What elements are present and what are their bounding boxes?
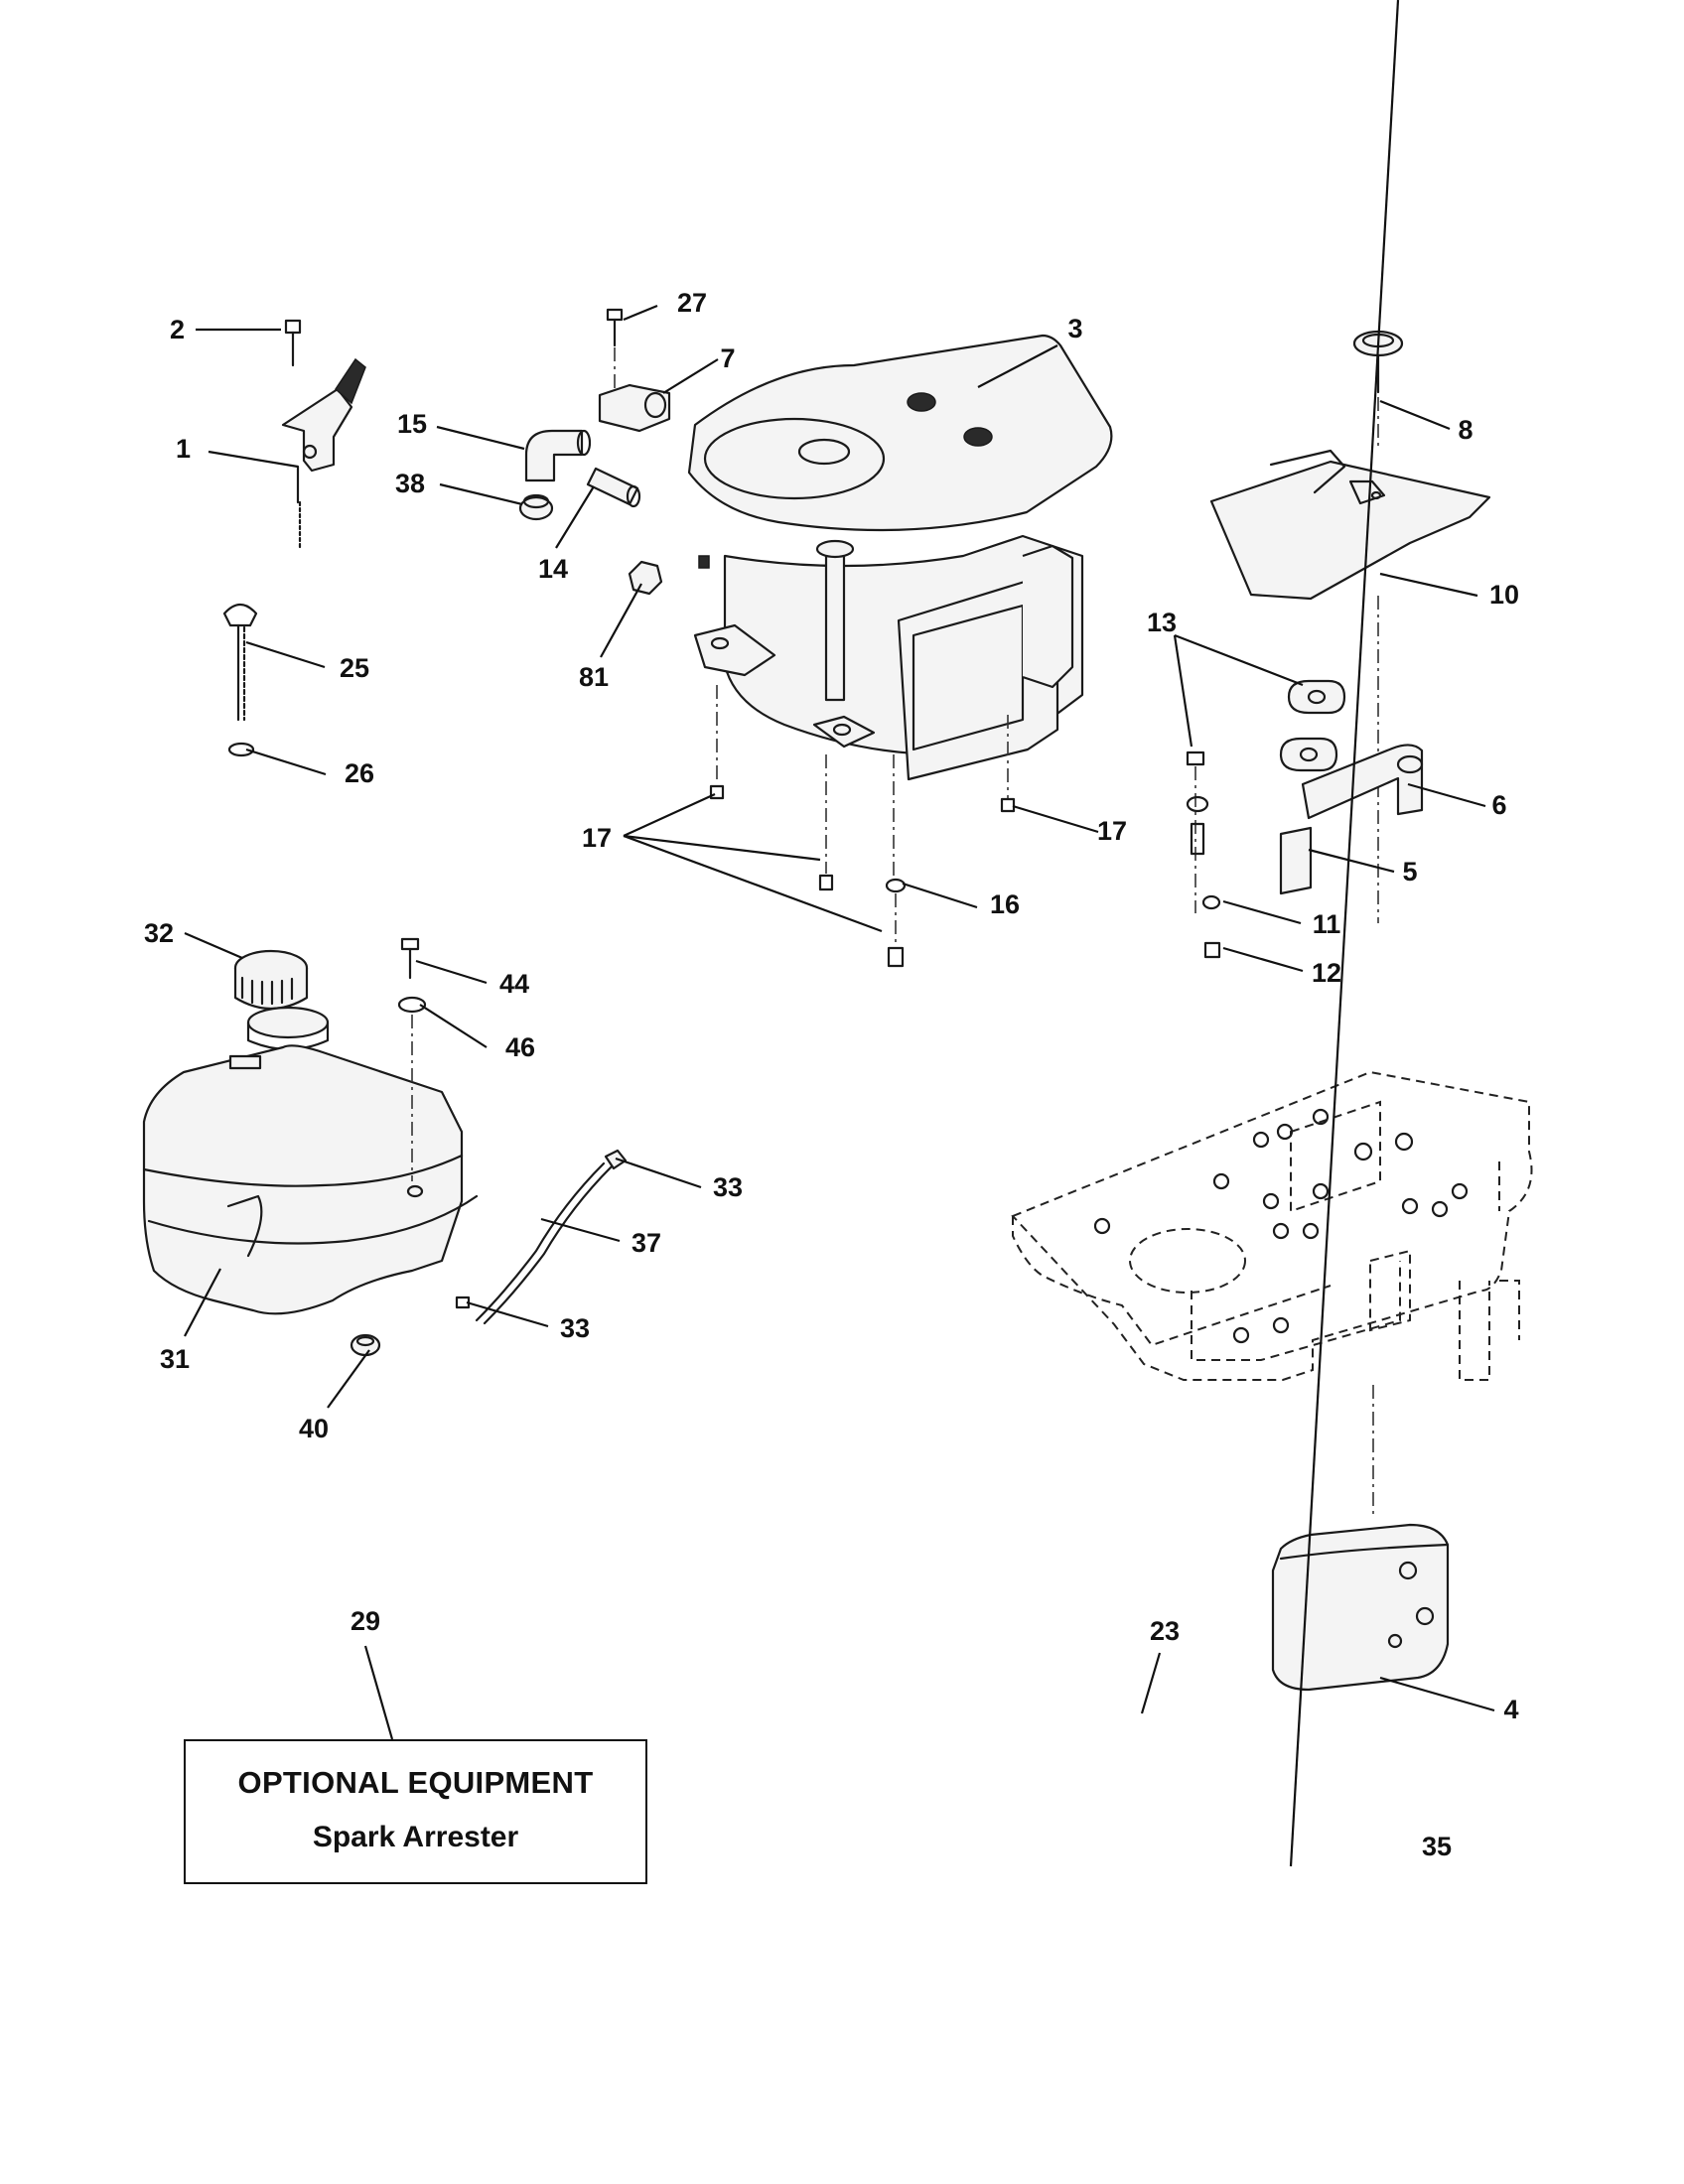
callout-3: 3 bbox=[1067, 314, 1082, 343]
callout-33b: 33 bbox=[560, 1313, 590, 1343]
callout-12: 12 bbox=[1312, 958, 1341, 988]
callout-31: 31 bbox=[160, 1344, 190, 1374]
fuel-tank-assembly bbox=[142, 949, 479, 1315]
callout-26: 26 bbox=[345, 758, 374, 788]
callout-16: 16 bbox=[990, 889, 1020, 919]
callout-10: 10 bbox=[1489, 580, 1519, 610]
callout-7: 7 bbox=[720, 343, 735, 373]
exhaust-manifold-parts bbox=[1186, 679, 1424, 959]
callout-6: 6 bbox=[1491, 790, 1506, 820]
muffler bbox=[1271, 1523, 1450, 1692]
callout-29: 29 bbox=[351, 1606, 380, 1636]
callout-17a: 17 bbox=[1097, 816, 1127, 846]
callout-32: 32 bbox=[144, 918, 174, 948]
callout-15: 15 bbox=[397, 409, 427, 439]
callout-1: 1 bbox=[176, 434, 191, 464]
optional-equipment-item: Spark Arrester bbox=[312, 1821, 519, 1853]
callout-14: 14 bbox=[538, 554, 568, 584]
callout-81: 81 bbox=[579, 662, 609, 692]
callout-40: 40 bbox=[299, 1414, 329, 1443]
throttle-control-assembly bbox=[281, 319, 366, 552]
callout-25: 25 bbox=[340, 653, 369, 683]
callout-labels: 1 2 3 4 5 6 7 8 10 11 12 13 14 15 16 17 … bbox=[144, 288, 1519, 1861]
leader-lines bbox=[184, 0, 1495, 1867]
callout-33a: 33 bbox=[713, 1172, 743, 1202]
callout-37: 37 bbox=[632, 1228, 661, 1258]
callout-8: 8 bbox=[1458, 415, 1473, 445]
chassis-frame bbox=[1011, 1070, 1533, 1519]
engine bbox=[687, 334, 1113, 781]
callout-44: 44 bbox=[499, 969, 529, 999]
tank-screw-washer bbox=[397, 937, 427, 1198]
engine-mount-bolts bbox=[709, 685, 1016, 968]
callout-38: 38 bbox=[395, 469, 425, 498]
callout-5: 5 bbox=[1402, 857, 1417, 887]
callout-13: 13 bbox=[1147, 608, 1177, 637]
callout-4: 4 bbox=[1503, 1695, 1518, 1724]
fuel-fittings-group bbox=[518, 308, 710, 596]
callout-35: 35 bbox=[1422, 1832, 1452, 1861]
optional-equipment-title: OPTIONAL EQUIPMENT bbox=[237, 1765, 594, 1800]
optional-equipment-box: OPTIONAL EQUIPMENT Spark Arrester bbox=[184, 1739, 647, 1884]
fuel-line bbox=[455, 1149, 628, 1325]
callout-11: 11 bbox=[1313, 909, 1341, 939]
callout-27: 27 bbox=[677, 288, 707, 318]
grommet bbox=[350, 1333, 381, 1357]
callout-46: 46 bbox=[505, 1032, 535, 1062]
callout-2: 2 bbox=[170, 315, 185, 344]
callout-17b: 17 bbox=[582, 823, 612, 853]
callout-23: 23 bbox=[1150, 1616, 1180, 1646]
screw-and-washer-25-26 bbox=[222, 603, 258, 757]
